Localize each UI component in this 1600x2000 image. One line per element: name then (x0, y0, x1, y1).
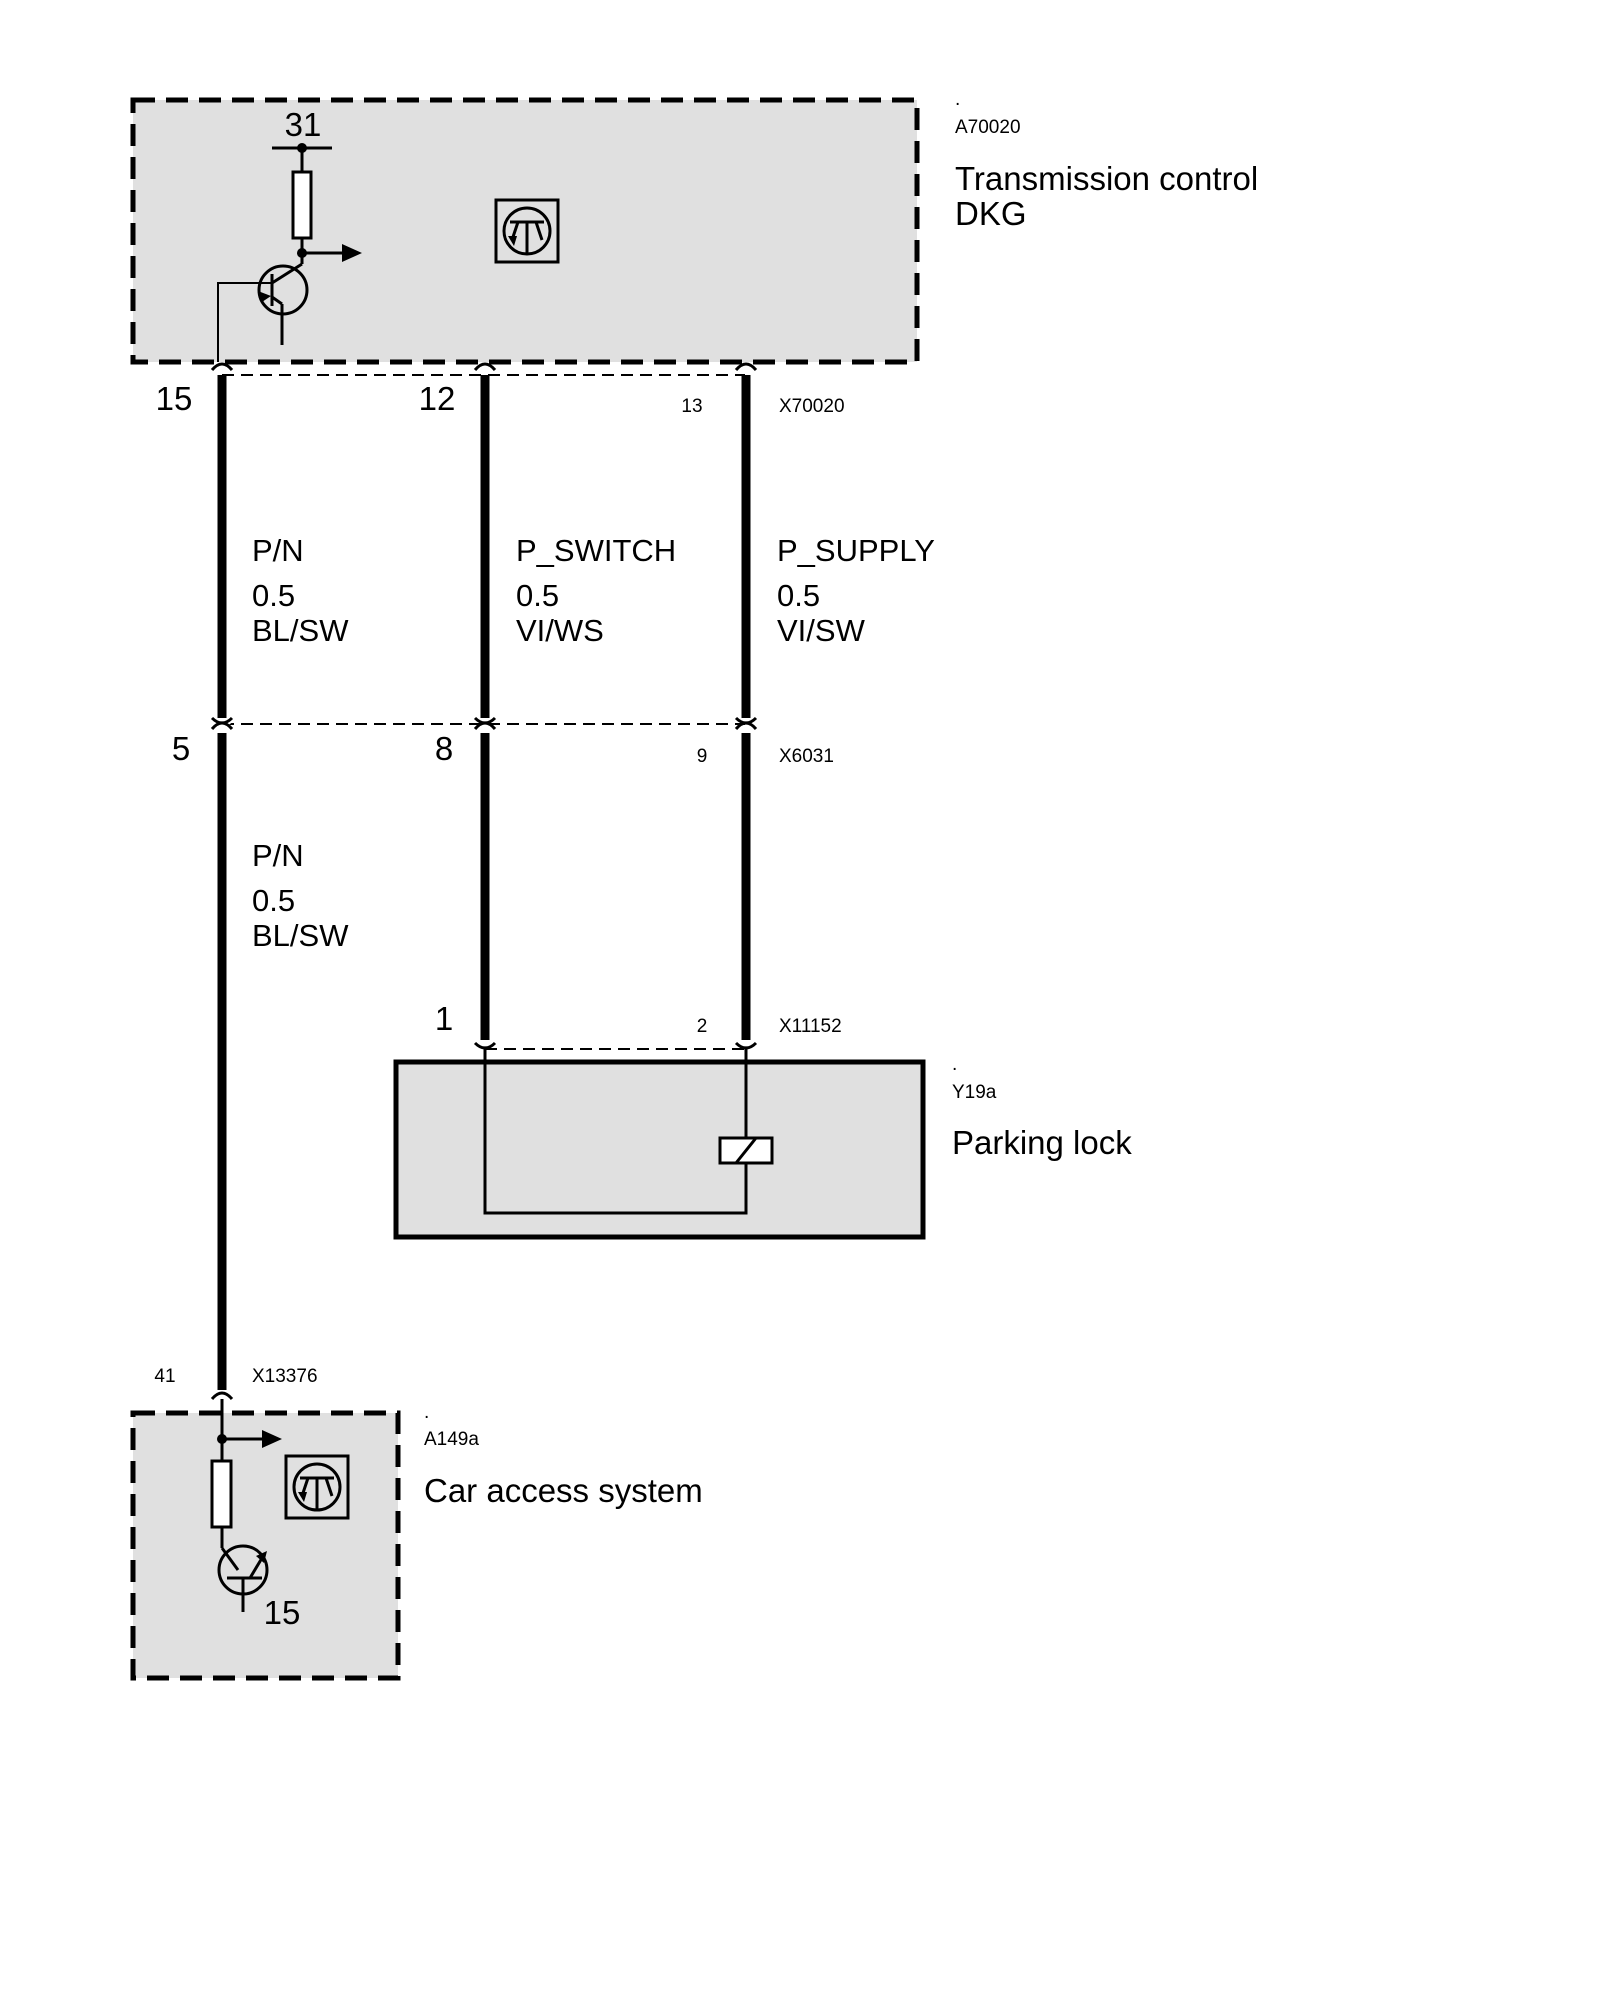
cas-dot: . (424, 1402, 429, 1423)
wire-label-psupply-upper: P_SUPPLY 0.5 VI/SW (777, 533, 935, 648)
transmission-control-module: 31 (130, 97, 920, 365)
parking-lock-box (393, 1059, 926, 1240)
pin-label: 9 (697, 746, 708, 767)
tcu-dot: . (955, 89, 960, 110)
parking-lock-dot: . (952, 1054, 957, 1075)
connector-x70020: 15 12 13 X70020 (156, 362, 845, 417)
wire-gauge: 0.5 (252, 578, 295, 613)
parking-lock-module (393, 1049, 926, 1240)
resistor-icon (291, 170, 313, 240)
ground-label: 31 (285, 106, 322, 143)
parking-lock-id: Y19a (952, 1082, 997, 1103)
wire-color: BL/SW (252, 613, 349, 648)
arrow-icon (262, 1430, 282, 1448)
pin-label: 5 (172, 730, 190, 767)
pin-label: 13 (681, 396, 702, 417)
connector-id: X13376 (252, 1366, 318, 1387)
wire-signal: P/N (252, 533, 304, 568)
control-unit-icon (284, 1454, 350, 1520)
resistor-icon (210, 1459, 233, 1529)
wire-gauge: 0.5 (777, 578, 820, 613)
wire-gauge: 0.5 (516, 578, 559, 613)
connector-id: X70020 (779, 396, 845, 417)
wire-signal: P_SWITCH (516, 533, 676, 568)
wire-gauge: 0.5 (252, 883, 295, 918)
wire-label-pswitch-upper: P_SWITCH 0.5 VI/WS (516, 533, 676, 648)
pin-label: 41 (154, 1366, 175, 1387)
pin-label: 15 (156, 380, 193, 417)
tcu-id: A70020 (955, 117, 1021, 138)
parking-lock-name: Parking lock (952, 1124, 1132, 1161)
connector-id: X11152 (779, 1016, 842, 1037)
tcu-name-line2: DKG (955, 195, 1027, 232)
wire-color: BL/SW (252, 918, 349, 953)
wire-label-pn-upper: P/N 0.5 BL/SW (252, 533, 349, 648)
connector-x11152: 1 2 X11152 (435, 1000, 842, 1050)
connector-x6031: 5 8 9 X6031 (172, 715, 834, 767)
pin-label: 12 (419, 380, 456, 417)
control-unit-icon (494, 198, 560, 264)
cas-id: A149a (424, 1429, 479, 1450)
output-stage-symbol (217, 143, 362, 362)
wire-signal: P_SUPPLY (777, 533, 935, 568)
connector-x13376: 41 X13376 (154, 1366, 318, 1401)
wire-color: VI/SW (777, 613, 866, 648)
car-access-box (130, 1410, 401, 1681)
pin-label: 1 (435, 1000, 453, 1037)
pin-label: 8 (435, 730, 453, 767)
wire-signal: P/N (252, 838, 304, 873)
car-access-system-module: 15 (130, 1399, 401, 1681)
pin-label: 2 (697, 1016, 708, 1037)
tcu-name-line1: Transmission control (955, 160, 1258, 197)
cas-name: Car access system (424, 1472, 703, 1509)
wire-label-pn-lower: P/N 0.5 BL/SW (252, 838, 349, 953)
connector-id: X6031 (779, 746, 834, 767)
wire-color: VI/WS (516, 613, 604, 648)
cas-terminal-label: 15 (264, 1594, 301, 1631)
arrow-icon (342, 244, 362, 262)
